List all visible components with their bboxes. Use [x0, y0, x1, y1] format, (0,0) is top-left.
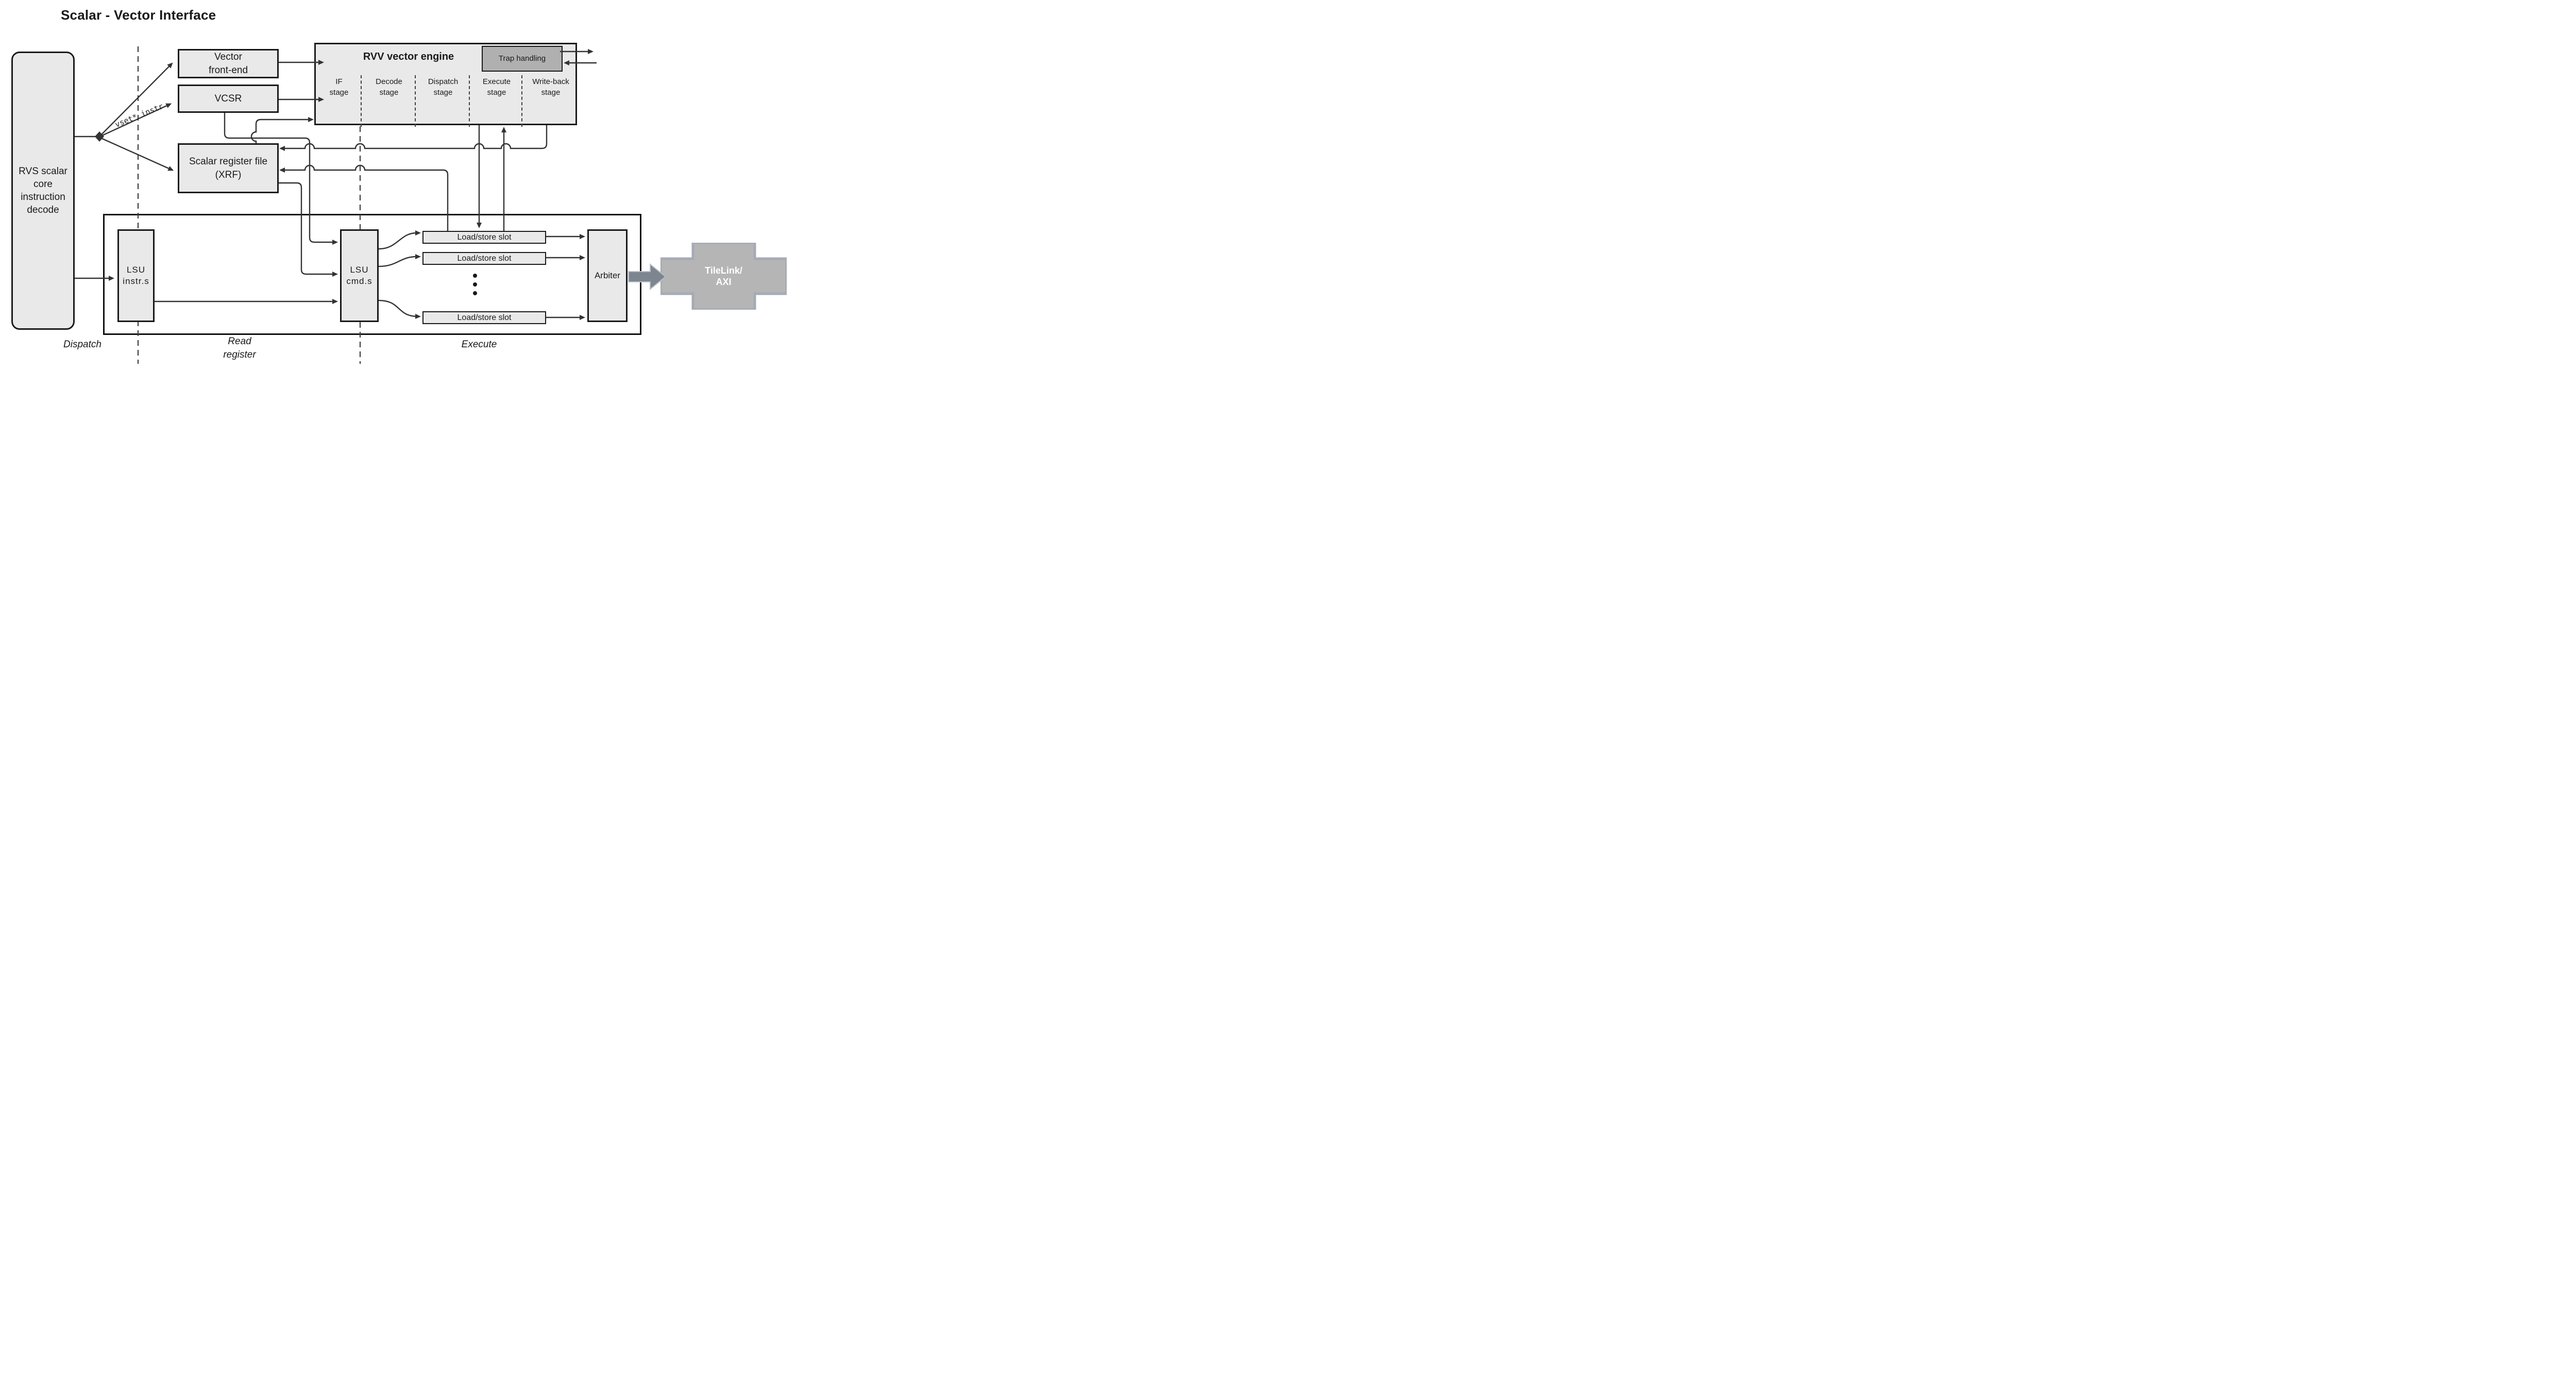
lsu-instr-line1: LSU: [126, 264, 146, 275]
stage-dispatch-line1: Dispatch: [428, 77, 459, 86]
lsu-instr-line2: instr.s: [123, 276, 149, 286]
rvs-scalar-core-box: RVS scalar core instruction decode: [11, 52, 75, 330]
stage-label-write-back: Write-back stage: [532, 76, 569, 98]
junction-diamond-icon: [95, 131, 104, 142]
vset-instr-edge-label: vset* instr: [113, 102, 165, 129]
load-store-slot-2-label: Load/store slot: [457, 254, 512, 263]
lsu-cmd-box: LSU cmd.s: [340, 229, 379, 322]
stage-label-decode: Decode stage: [376, 76, 402, 98]
vector-front-end-box: Vector front-end: [178, 49, 279, 78]
load-store-slot-3: Load/store slot: [422, 311, 546, 324]
lsu-instr-box: LSU instr.s: [117, 229, 155, 322]
vector-front-end-line2: front-end: [208, 64, 248, 76]
stage-dispatch-line2: stage: [433, 88, 453, 97]
tilelink-label: TileLink/ AXI: [660, 243, 787, 310]
load-store-slot-3-label: Load/store slot: [457, 313, 512, 322]
xrf-label-line2: (XRF): [215, 169, 242, 180]
lsu-cmd-line1: LSU: [350, 264, 369, 275]
trap-handling-box: Trap handling: [482, 46, 563, 72]
rvs-core-label-line4: decode: [27, 205, 59, 216]
stage-label-if: IF stage: [330, 76, 349, 98]
stage-write-back-line2: stage: [541, 88, 561, 97]
read-register-line1: Read: [228, 336, 251, 347]
wire-engine-writeback-to-xrf: [279, 125, 548, 151]
rvs-core-label-line3: instruction: [21, 192, 65, 203]
stage-separator-1: [361, 75, 362, 127]
stage-separator-4: [521, 75, 522, 127]
stage-if-line1: IF: [335, 77, 343, 86]
stage-execute-line1: Execute: [482, 77, 511, 86]
vertical-ellipsis-icon: [473, 269, 477, 300]
arbiter-box: Arbiter: [587, 229, 628, 322]
tilelink-line1: TileLink/: [705, 265, 742, 276]
vcsr-box: VCSR: [178, 85, 279, 113]
xrf-label-line1: Scalar register file: [189, 156, 268, 167]
lsu-cmd-line2: cmd.s: [346, 276, 372, 286]
page-title: Scalar - Vector Interface: [61, 7, 216, 23]
tilelink-line2: AXI: [716, 277, 732, 287]
stage-separator-2: [415, 75, 416, 127]
rvv-engine-title: RVV vector engine: [363, 51, 454, 62]
stage-if-line2: stage: [329, 88, 349, 97]
read-register-line2: register: [223, 349, 256, 360]
wire-core-to-front-end: [100, 62, 173, 136]
stage-label-dispatch: Dispatch stage: [428, 76, 458, 98]
wire-core-to-xrf: [100, 137, 174, 171]
stage-decode-line2: stage: [379, 88, 399, 97]
trap-handling-label: Trap handling: [498, 54, 546, 63]
phase-label-read-register: Read register: [209, 335, 270, 361]
vector-front-end-line1: Vector: [214, 52, 242, 63]
stage-write-back-line1: Write-back: [532, 77, 569, 86]
rvs-core-label-line2: core: [33, 178, 53, 190]
stage-separator-3: [469, 75, 470, 127]
load-store-slot-1-label: Load/store slot: [457, 232, 512, 242]
stage-execute-line2: stage: [487, 88, 506, 97]
load-store-slot-1: Load/store slot: [422, 231, 546, 244]
rvs-core-label-line1: RVS scalar: [19, 165, 67, 177]
load-store-slot-2: Load/store slot: [422, 252, 546, 265]
stage-decode-line1: Decode: [376, 77, 402, 86]
phase-label-execute: Execute: [461, 339, 497, 350]
arbiter-label: Arbiter: [594, 270, 621, 280]
vcsr-label: VCSR: [214, 93, 242, 104]
rvv-vector-engine-box: RVV vector engine Trap handling IF stage…: [314, 43, 577, 127]
xrf-box: Scalar register file (XRF): [178, 143, 279, 193]
wire-xrf-to-engine: [250, 117, 314, 143]
phase-label-dispatch: Dispatch: [63, 339, 101, 350]
stage-label-execute: Execute stage: [483, 76, 511, 98]
tilelink-axi-node: TileLink/ AXI: [659, 241, 788, 311]
diagram-canvas: Scalar - Vector Interface RVS scalar cor…: [0, 0, 796, 366]
